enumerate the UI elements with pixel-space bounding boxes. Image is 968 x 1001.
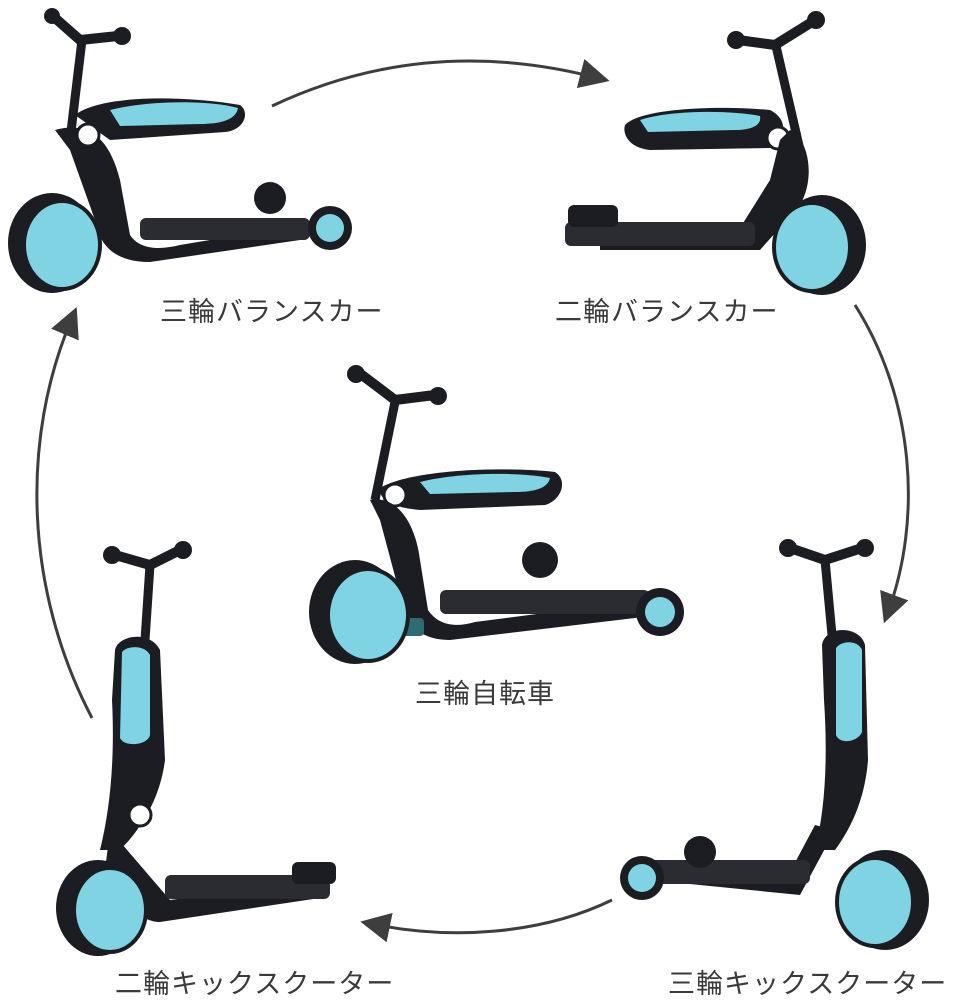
arrow-left	[35, 306, 94, 719]
scooter-tricycle	[309, 365, 684, 664]
label-three-wheel-balance: 三輪バランスカー	[160, 297, 384, 328]
label-two-wheel-balance: 二輪バランスカー	[555, 297, 779, 328]
scooter-two-wheel-balance	[565, 11, 866, 295]
label-tricycle: 三輪自転車	[415, 679, 555, 710]
scooter-two-wheel-kick	[56, 541, 336, 956]
label-three-wheel-kick: 三輪キックスクーター	[668, 969, 948, 1000]
arrow-right	[853, 304, 910, 624]
arrow-top	[271, 58, 610, 108]
scooter-three-wheel-balance	[8, 8, 352, 293]
scooter-three-wheel-kick	[620, 539, 929, 950]
label-two-wheel-kick: 二輪キックスクーター	[115, 969, 395, 1000]
arrow-bottom	[360, 898, 613, 943]
